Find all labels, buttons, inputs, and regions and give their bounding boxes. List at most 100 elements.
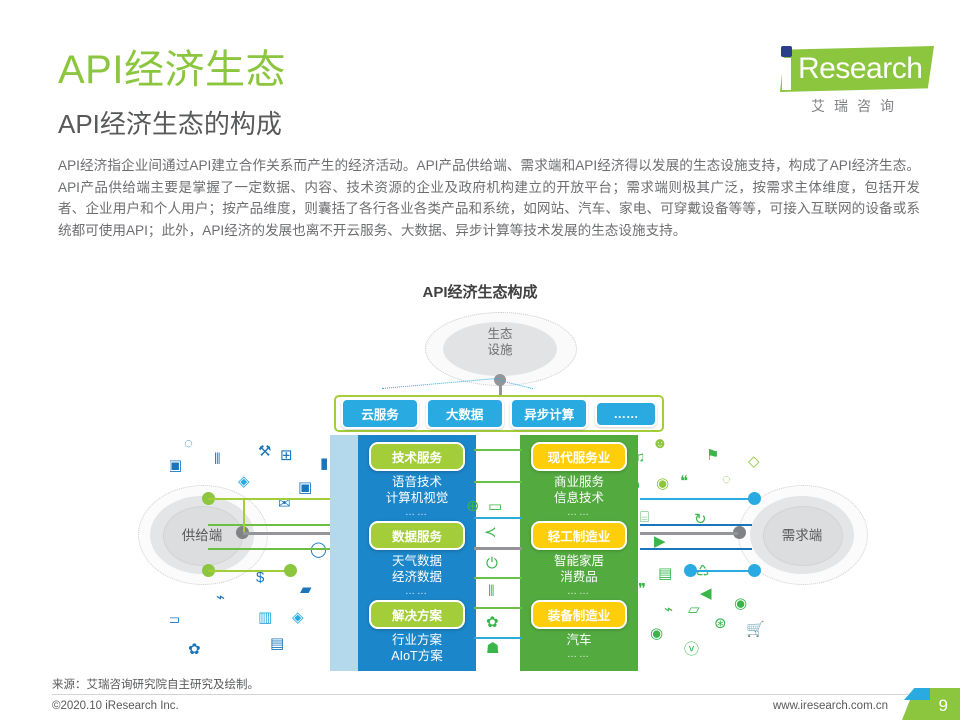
medical-kit-icon: ⊞ — [280, 447, 293, 464]
supply-group-1-item-1: 语音技术 — [391, 475, 442, 489]
infrastructure-label: 生态 设施 — [443, 326, 557, 358]
supply-group-1-more: …… — [405, 507, 429, 518]
demand-line-upper-mid — [640, 524, 752, 526]
demand-hub-node — [733, 526, 746, 539]
footer-divider — [52, 694, 908, 695]
supply-main-axis — [243, 532, 338, 535]
power-icon: ⏻ — [486, 555, 498, 572]
rss-feed-icon: ◈ — [292, 609, 304, 626]
demand-label: 需求端 — [781, 528, 823, 543]
demand-group-2-item-2: 消费品 — [560, 570, 598, 584]
supply-label: 供给端 — [181, 528, 223, 543]
demand-branch-node-bottom2 — [684, 564, 697, 577]
infra-item-cloud-service[interactable]: 云服务 — [341, 398, 419, 429]
truck-icon: ▭ — [170, 611, 181, 628]
gift-icon: ⌸ — [640, 509, 650, 526]
supply-group-3-items: 行业方案 AIoT方案 — [391, 632, 442, 664]
demand-line-bottom — [690, 570, 752, 572]
gear-icon: ✿ — [188, 641, 201, 658]
demand-group-2-heading[interactable]: 轻工制造业 — [531, 521, 627, 550]
ecosystem-diagram: 生态 设施 云服务 大数据 异步计算 …… ◌ ⦀ ⚒ ⊞ ▣ ◈ ▣ ≑ ✉ … — [0, 300, 960, 676]
copyright-note: ©2020.10 iResearch Inc. — [52, 700, 179, 712]
music-note-icon: ♫ — [634, 449, 646, 466]
supply-group-3-heading[interactable]: 解决方案 — [369, 600, 465, 629]
supply-group-1-heading[interactable]: 技术服务 — [369, 442, 465, 471]
speech-bubbles-icon: ❝ — [680, 473, 689, 490]
tag-icon: ◇ — [748, 453, 760, 470]
lifebuoy-icon: ◌ — [184, 435, 193, 452]
supply-group-2-item-1: 天气数据 — [391, 554, 442, 568]
chat-bubble-icon: ☻ — [652, 435, 668, 452]
shopping-cart-icon: 🛒 — [746, 621, 765, 638]
printer-cart-icon: ▤ — [270, 635, 285, 652]
infra-item-big-data[interactable]: 大数据 — [425, 398, 504, 429]
demand-branch-node-top — [748, 492, 761, 505]
supply-group-2-heading[interactable]: 数据服务 — [369, 521, 465, 550]
demand-line-top — [640, 498, 752, 500]
page-subtitle: API经济生态的构成 — [58, 109, 282, 139]
comment-icon: ❞ — [638, 581, 647, 598]
logo-mark: Research — [760, 44, 934, 94]
demand-column: 现代服务业 商业服务 信息技术 …… 轻工制造业 智能家居 消费品 …… 装备制… — [520, 435, 638, 671]
map-icon: ▱ — [688, 601, 700, 618]
infra-item-async-compute[interactable]: 异步计算 — [510, 398, 589, 429]
iresearch-logo: Research 艾瑞咨询 — [760, 44, 934, 120]
demand-main-axis — [640, 532, 738, 535]
infrastructure-label-line1: 生态 — [487, 327, 513, 341]
demand-group-3-heading[interactable]: 装备制造业 — [531, 600, 627, 629]
supply-line-lower-mid — [208, 548, 338, 550]
exchange-arrow-1 — [474, 449, 522, 451]
dollar-icon: $ — [256, 569, 265, 586]
panpipe-icon: ⦀ — [214, 451, 221, 468]
flashlight-icon: ⌁ — [216, 589, 226, 606]
ball-icon: ⊛ — [714, 615, 727, 632]
supply-group-3-item-2: AIoT方案 — [391, 649, 443, 663]
bar-chart-icon: ▮ — [320, 455, 329, 472]
exchange-arrow-2 — [474, 481, 522, 483]
demand-group-1-more: …… — [567, 507, 591, 518]
supply-group-2-item-2: 经济数据 — [391, 570, 442, 584]
vimeo-small-icon: ◉ — [656, 475, 670, 492]
vimeo-round-icon: ⓥ — [684, 641, 700, 658]
supply-branch-node-bottom2 — [284, 564, 297, 577]
tv-icon: ▭ — [488, 498, 503, 515]
source-note: 来源：艾瑞咨询研究院自主研究及绘制。 — [52, 679, 259, 691]
supply-inner-ellipse — [163, 506, 243, 566]
supply-group-2-items: 天气数据 经济数据 — [392, 553, 442, 585]
infra-item-more[interactable]: …… — [594, 400, 657, 427]
supply-group-3-item-1: 行业方案 — [391, 633, 442, 647]
exchange-arrow-4 — [474, 577, 522, 579]
demand-group-3-item-1: 汽车 — [566, 633, 592, 647]
website-link[interactable]: www.iresearch.com.cn — [772, 700, 888, 712]
demand-group-1-items: 商业服务 信息技术 — [554, 474, 604, 506]
demand-group-1-heading[interactable]: 现代服务业 — [531, 442, 627, 471]
lifering-icon: ◌ — [722, 471, 731, 488]
supply-group-1-items: 语音技术 计算机视觉 — [386, 474, 449, 506]
body-paragraph: API经济指企业间通过API建立合作关系而产生的经济活动。API产品供给端、需求… — [58, 158, 920, 238]
logo-chinese-name: 艾瑞咨询 — [811, 98, 903, 114]
demand-group-2-item-1: 智能家居 — [553, 554, 604, 568]
exchange-arrow-6 — [474, 637, 522, 639]
logo-parallelogram — [780, 46, 934, 92]
demand-group-2-more: …… — [567, 586, 591, 597]
supply-line-bottom — [208, 570, 288, 572]
headset-icon: ◯ — [310, 541, 327, 558]
recycle-icon: ♺ — [696, 563, 710, 580]
supply-group-3-more: …… — [405, 665, 429, 676]
demand-group-1-item-2: 信息技术 — [553, 491, 604, 505]
exchange-arrow-3 — [474, 517, 522, 519]
logo-wordmark: Research — [798, 52, 923, 85]
supply-hub-node — [236, 526, 249, 539]
logo-i-stem-icon — [782, 58, 791, 90]
demand-group-3-items: 汽车 — [566, 632, 591, 648]
id-badge-icon: ▣ — [298, 479, 313, 496]
chart-title: API经济生态构成 — [422, 284, 538, 301]
supply-line-top — [208, 498, 338, 500]
demand-group-3-more: …… — [567, 649, 591, 660]
infrastructure-label-line2: 设施 — [487, 343, 513, 357]
page-title: API经济生态 — [58, 48, 286, 92]
exchange-lane: ▭ ≺ ⏻ ⦀ ✿ ☗ — [474, 435, 522, 671]
share-icon: ≺ — [484, 524, 497, 541]
refresh-icon: ↻ — [694, 511, 707, 528]
